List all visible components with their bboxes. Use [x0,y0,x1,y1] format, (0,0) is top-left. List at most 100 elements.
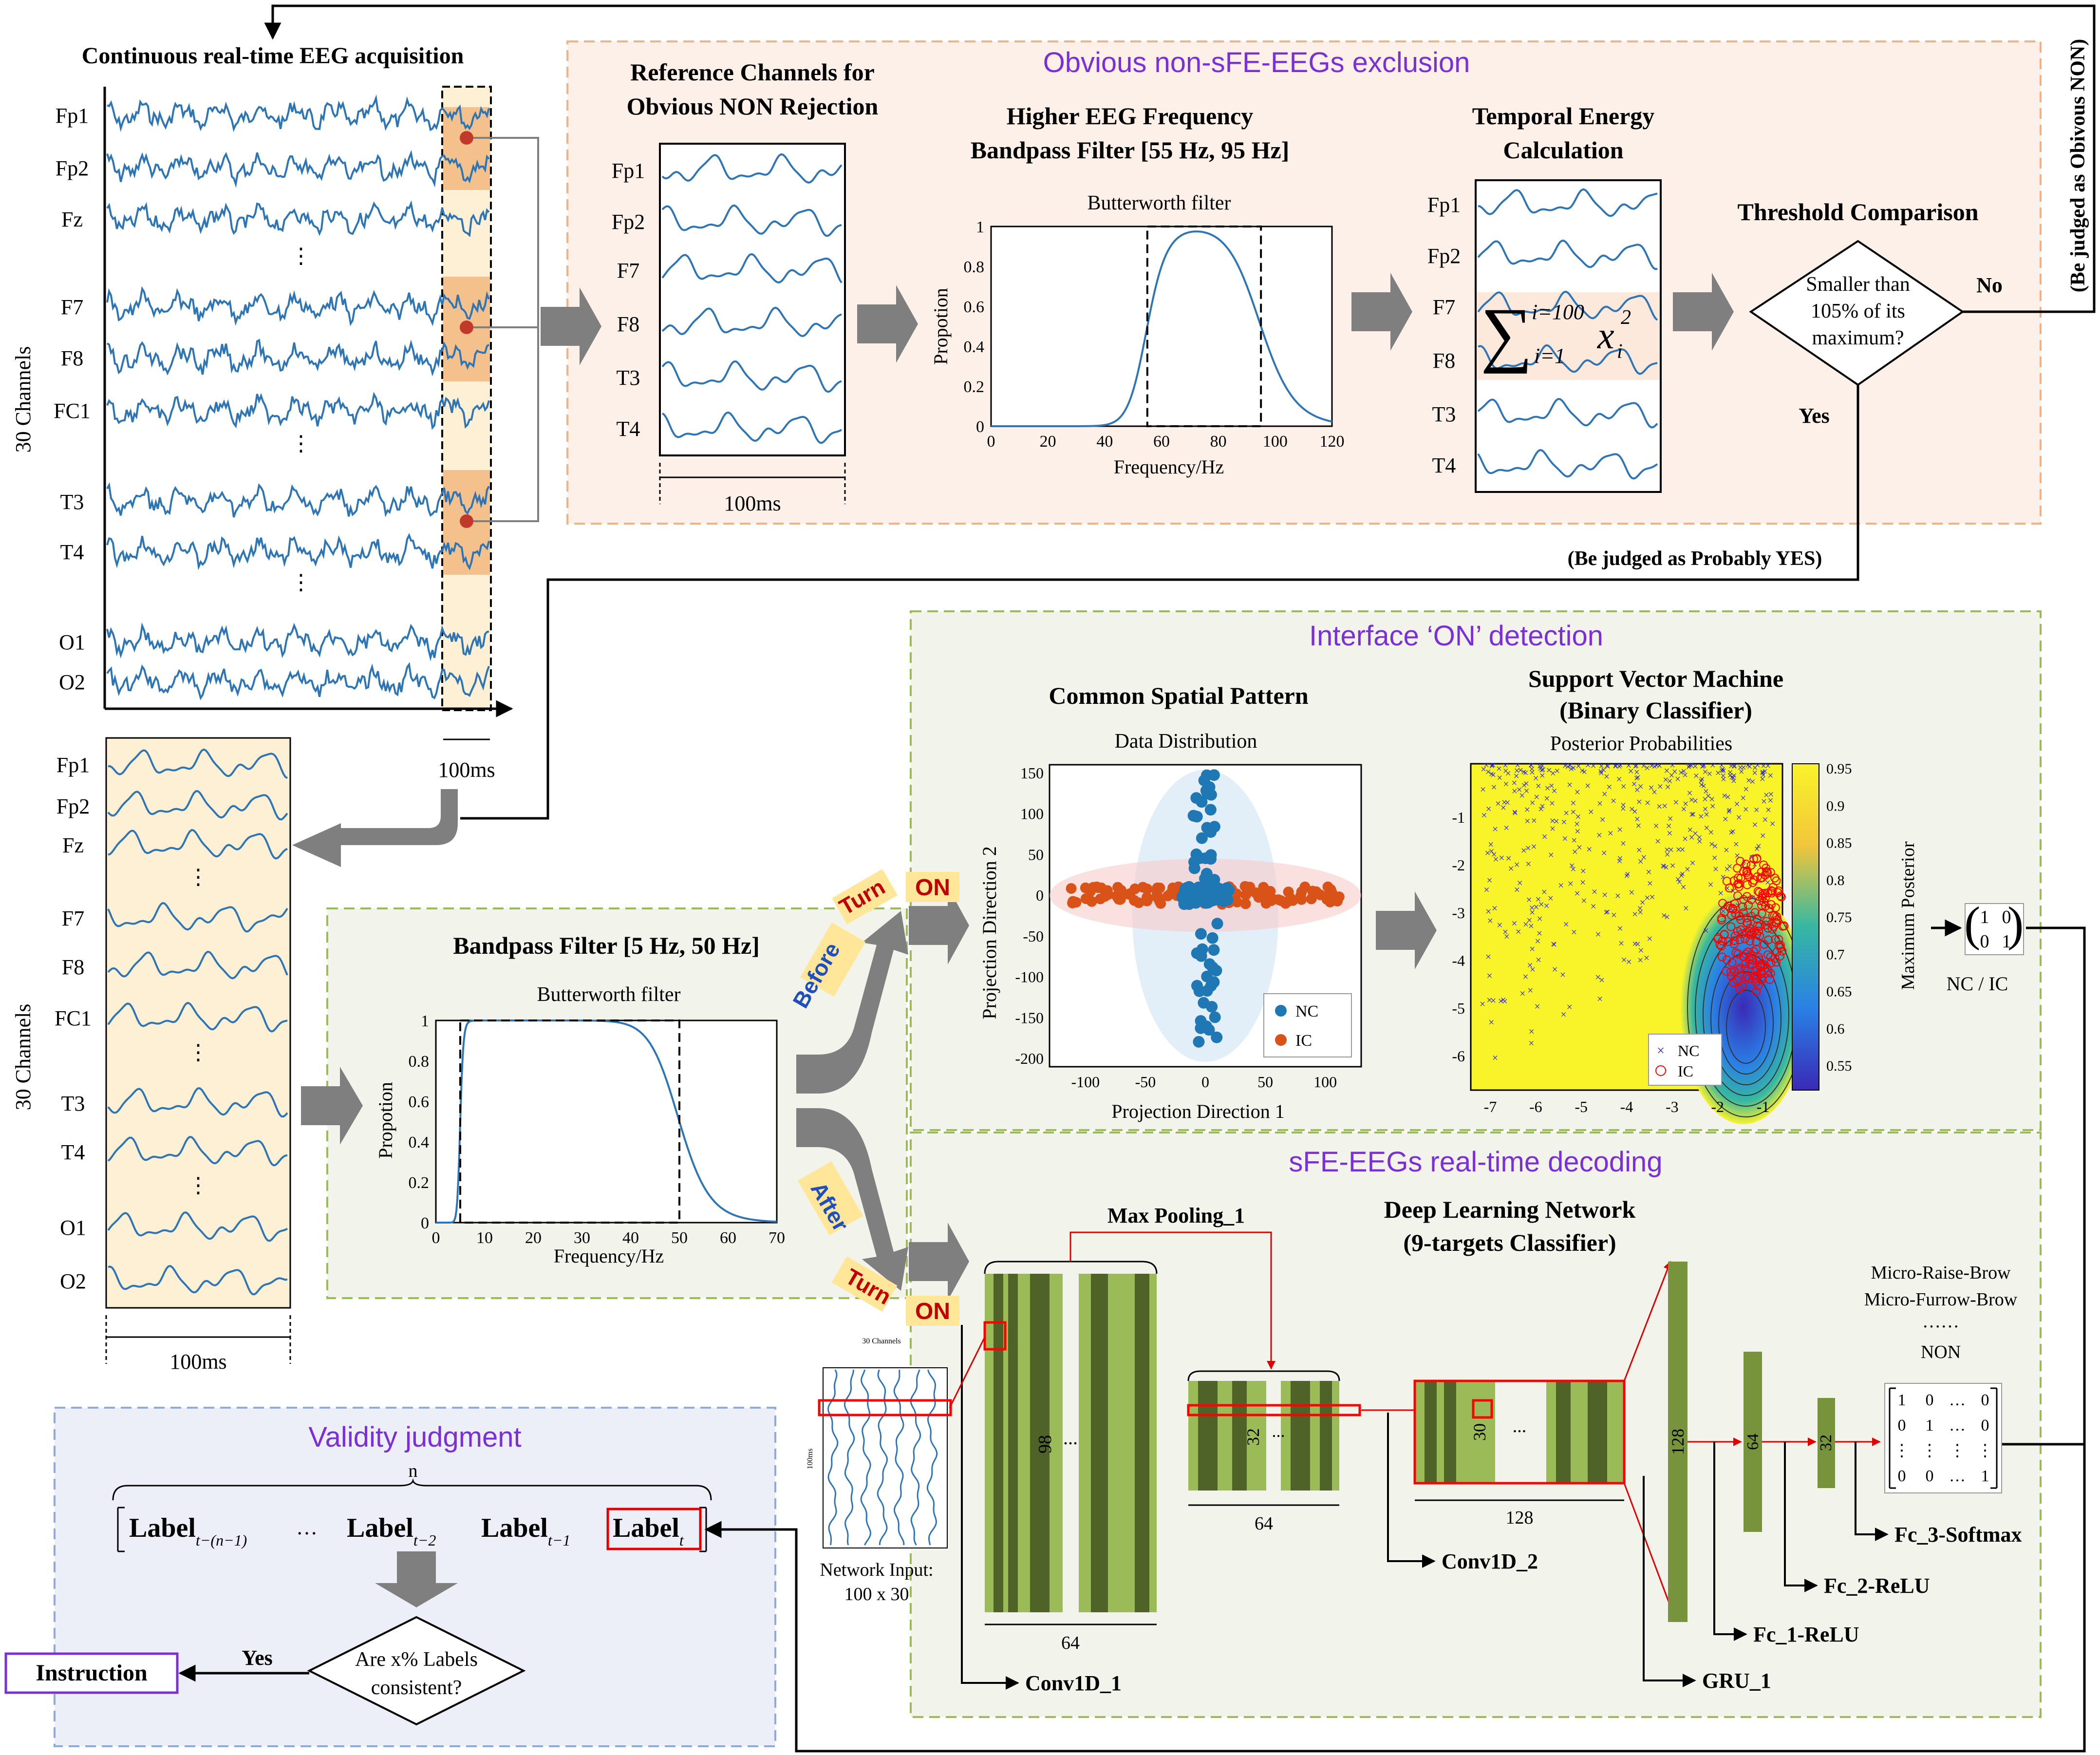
svg-text:×: × [1762,813,1768,826]
svg-text:×: × [1612,760,1618,773]
svg-text:×: × [1513,770,1519,782]
svg-text:×: × [1634,766,1640,778]
class-label-1: Micro-Raise-Brow [1871,1263,2011,1283]
svm-xtick-0: -7 [1484,1098,1497,1115]
eeg-acquisition-title: Continuous real-time EEG acquisition [82,43,464,69]
svg-text:×: × [1656,800,1662,812]
csp-ytick-2: 50 [1028,846,1044,863]
svg-text:×: × [1529,763,1535,775]
svg-text:×: × [1521,844,1527,856]
svg-text:×: × [1531,814,1537,827]
threshold-yes-label: Yes [1799,404,1830,428]
threshold-diamond [1749,240,1965,386]
bandpass-xlabel: Frequency/Hz [554,1245,664,1267]
svg-text:×: × [1668,844,1674,856]
svg-text:×: × [1632,760,1638,772]
svg-text:×: × [1689,857,1695,869]
svm-colorbar [1792,763,1819,1091]
svg-text:×: × [1638,855,1644,868]
svg-text:×: × [1628,765,1633,777]
svg-text:×: × [1719,765,1725,777]
svg-text:×: × [1636,844,1642,856]
svg-text:×: × [1741,761,1746,774]
svg-text:×: × [1688,759,1694,772]
arrow-after-on [909,1223,969,1301]
svg-text:×: × [1620,803,1626,815]
svg-text:×: × [1740,792,1746,804]
epoch-window-label: 100ms [169,1350,226,1374]
svg-text:×: × [1711,851,1717,864]
net-matrix-0-1: 0 [1926,1391,1934,1409]
pool-kernel-highlight [1187,1404,1361,1416]
conv2-ellipsis: ... [1513,1416,1527,1436]
net-matrix-2-0: ⋮ [1894,1442,1910,1460]
arrow-to-highfilter [857,285,918,363]
conv2-width-label: 128 [1506,1508,1534,1528]
svg-text:×: × [1727,769,1733,781]
svg-text:×: × [1712,840,1718,852]
svg-text:×: × [1768,788,1774,800]
svm-output-matrix: ( ) 1 0 0 1 [1964,897,2024,955]
instruction-box [4,1652,179,1694]
fc2-label-line [1784,1442,1818,1592]
svg-text:×: × [1597,797,1603,810]
svg-text:×: × [1725,791,1731,803]
svg-text:×: × [1662,800,1668,812]
svg-text:×: × [1490,994,1496,1006]
svg-text:×: × [1490,769,1496,781]
svg-text:×: × [1486,969,1492,981]
svg-text:×: × [1699,773,1705,785]
fc1-block [1744,1352,1762,1532]
svg-text:×: × [1644,762,1650,774]
svg-text:×: × [1484,847,1490,859]
conv2-kernel-highlight [1472,1399,1493,1419]
reference-window-label: 100ms [724,491,781,515]
conv1-kernel-highlight [983,1321,1007,1351]
svg-text:×: × [1710,800,1716,812]
svg-text:×: × [1502,995,1508,1007]
svg-text:×: × [1503,778,1509,790]
highfilter-xtick-0: 0 [987,433,995,451]
svg-text:×: × [1683,902,1689,914]
svg-text:×: × [1620,799,1626,811]
svg-text:×: × [1598,760,1604,772]
class-label-4: NON [1921,1342,1961,1362]
svg-text:×: × [1745,759,1751,772]
svm-matrix-00: 1 [1980,907,1989,927]
svm-colorbar-tick-8: 0.55 [1826,1058,1852,1074]
net-matrix-3-0: 0 [1898,1467,1906,1485]
svg-text:×: × [1647,877,1653,889]
svm-ytick-4: -5 [1452,1000,1465,1017]
svg-text:×: × [1710,759,1716,771]
svg-text:×: × [1525,842,1531,854]
input-trace-4 [893,1369,905,1546]
svg-text:×: × [1488,1016,1494,1028]
svg-text:×: × [1656,759,1662,772]
consistency-yes-label: Yes [242,1646,273,1670]
ref-label-f7: F7 [617,259,639,283]
network-title-1: Deep Learning Network [1384,1196,1636,1223]
svg-text:×: × [1511,917,1517,929]
fc2-block [1818,1398,1835,1488]
svm-colorbar-tick-7: 0.6 [1826,1021,1845,1037]
svg-text:×: × [1686,761,1691,773]
svg-text:×: × [1633,759,1639,772]
svg-text:×: × [1541,886,1547,898]
svg-text:×: × [1649,891,1655,903]
svg-text:×: × [1703,785,1709,797]
highfilter-title-1: Higher EEG Frequency [1007,102,1254,130]
svg-text:×: × [1581,895,1587,907]
svg-text:×: × [1727,766,1733,778]
svg-text:×: × [1721,773,1726,785]
svg-text:×: × [1679,844,1685,856]
net-matrix-2-1: ⋮ [1921,1442,1938,1460]
svg-text:×: × [1537,912,1542,925]
svg-text:×: × [1734,849,1740,862]
svg-text:×: × [1767,794,1773,807]
input-trace-1 [844,1369,855,1546]
energy-trace-f8 [1478,344,1658,375]
energy-label-fp2: Fp2 [1427,244,1461,268]
epoch-label-fp2: Fp2 [56,794,90,818]
